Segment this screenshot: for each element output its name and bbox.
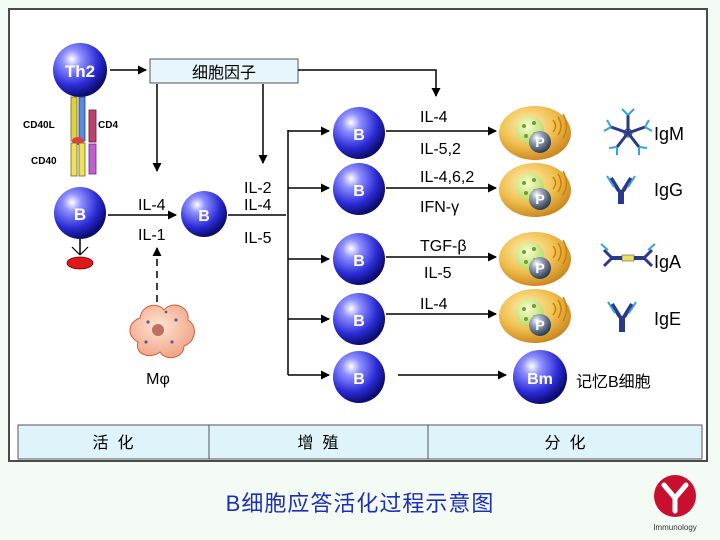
b-label-branch-2: B [353, 183, 365, 200]
cytokine-box [149, 58, 299, 84]
branch-1-signal-1: IL-4 [420, 109, 448, 126]
igm-pentamer-icon [603, 108, 653, 155]
memory-b-cell: Bm [513, 350, 567, 404]
b-label-branch-3: B [353, 253, 365, 270]
plasma-cell: P [499, 163, 571, 217]
th2-cell: Th2 [53, 43, 107, 97]
branch-1-signal-2: IL-5,2 [420, 141, 461, 158]
th2-label: Th2 [65, 62, 95, 81]
cd40l-label: CD40L [23, 120, 55, 131]
ige-antibody-icon [607, 301, 637, 332]
branch-4-signal-1: IL-4 [420, 296, 448, 313]
stage-proliferation: 增 殖 [298, 434, 339, 452]
proliferation-branch-arrows [288, 126, 330, 380]
b-label-branch-1: B [353, 127, 365, 144]
activated-b-cell: B [181, 191, 227, 237]
antibody-label-igg: IgG [654, 180, 683, 200]
bcr-icon [66, 239, 94, 270]
activation-cytokine-1: IL-4 [138, 197, 166, 214]
antibody-label-igm: IgM [654, 124, 684, 144]
page-caption: B细胞应答活化过程示意图 [225, 491, 495, 516]
branch-3-signal-1: TGF-β [420, 238, 467, 255]
proliferation-cytokine-3: IL-5 [244, 230, 272, 247]
cd40-label: CD40 [31, 156, 57, 167]
memory-b-cell-text: 记忆B细胞 [576, 373, 651, 391]
proliferating-b-cell: B [333, 163, 385, 215]
antibody-label-iga: IgA [654, 252, 681, 272]
igg-antibody-icon [606, 175, 636, 204]
brand-label: Immunology [653, 523, 697, 532]
plasma-label-4: P [535, 317, 544, 333]
proliferation-cytokine-1: IL-2 [244, 180, 272, 197]
receptor-stack [70, 96, 97, 177]
cd4-label: CD4 [98, 120, 118, 131]
b-label-resting: B [74, 205, 86, 224]
antibody-label-ige: IgE [654, 309, 681, 329]
b-label-activated: B [198, 208, 210, 225]
b-label-branch-5: B [353, 371, 365, 388]
proliferating-b-cell: B [333, 233, 385, 285]
cytokine-box-label: 细胞因子 [192, 64, 256, 82]
plasma-label-3: P [535, 260, 544, 276]
plasma-label-2: P [535, 191, 544, 207]
stage-activation: 活 化 [93, 434, 134, 452]
macrophage-cell [129, 304, 195, 359]
branch-2-signal-1: IL-4,6,2 [420, 169, 474, 186]
branch-3-signal-2: IL-5 [424, 265, 452, 282]
proliferation-cytokine-2: IL-4 [244, 197, 272, 214]
proliferating-b-cell: B [333, 351, 385, 403]
macrophage-label: Mφ [146, 371, 170, 388]
plasma-cell: P [499, 232, 571, 286]
resting-b-cell: B [54, 187, 106, 239]
stage-band: 活 化 增 殖 分 化 [17, 424, 703, 460]
stage-differentiation: 分 化 [545, 434, 586, 452]
plasma-cell: P [499, 106, 571, 160]
memory-cell-label: Bm [527, 371, 553, 388]
cytokine-to-differentiation-arrow [298, 69, 441, 97]
activation-cytokine-2: IL-1 [138, 227, 166, 244]
plasma-label-1: P [535, 134, 544, 150]
proliferating-b-cell: B [333, 107, 385, 159]
proliferating-b-cell: B [333, 293, 385, 345]
differentiation-arrows [386, 126, 507, 380]
b-label-branch-4: B [353, 313, 365, 330]
plasma-cell: P [499, 289, 571, 343]
branch-2-signal-2: IFN-γ [420, 199, 459, 216]
iga-dimer-icon [600, 243, 656, 268]
immunology-logo: Immunology [653, 475, 697, 532]
